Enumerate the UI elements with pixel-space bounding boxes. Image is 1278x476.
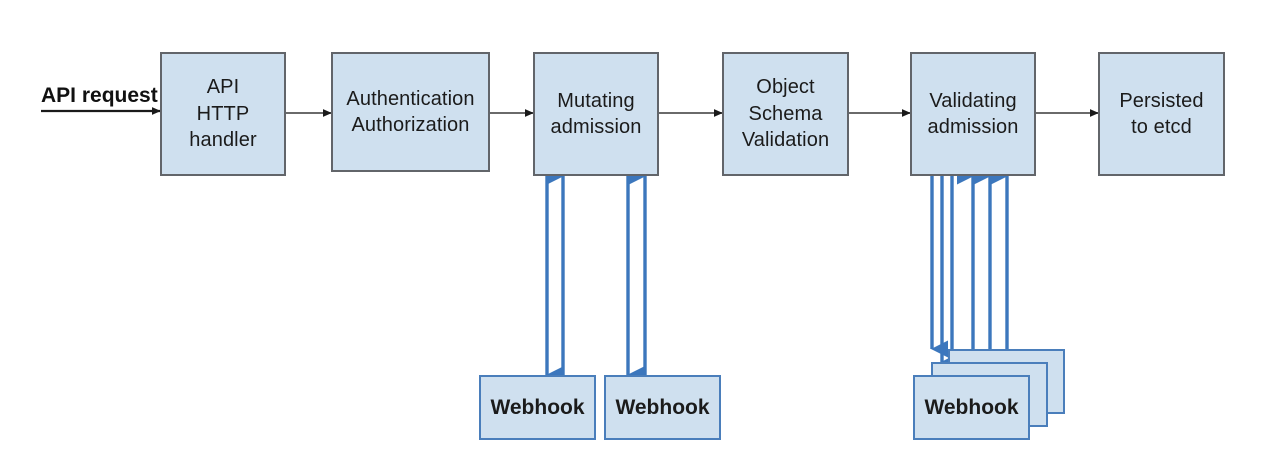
- node-mutating-admission[interactable]: Mutating admission: [533, 52, 659, 176]
- webhook-validating-1[interactable]: Webhook: [913, 375, 1030, 440]
- node-label: Authentication Authorization: [346, 87, 475, 136]
- node-authentication-authorization[interactable]: Authentication Authorization: [331, 52, 490, 172]
- entry-label-api-request: API request: [41, 84, 158, 107]
- node-label: Persisted to etcd: [1119, 89, 1204, 138]
- node-label: Mutating admission: [550, 89, 642, 138]
- node-persisted-to-etcd[interactable]: Persisted to etcd: [1098, 52, 1225, 176]
- webhook-label: Webhook: [924, 395, 1019, 419]
- node-label: API HTTP handler: [189, 76, 257, 152]
- webhook-mutating-2[interactable]: Webhook: [604, 375, 721, 440]
- webhook-label: Webhook: [615, 395, 710, 419]
- node-api-http-handler[interactable]: API HTTP handler: [160, 52, 286, 176]
- node-validating-admission[interactable]: Validating admission: [910, 52, 1036, 176]
- webhook-mutating-1[interactable]: Webhook: [479, 375, 596, 440]
- node-label: Object Schema Validation: [741, 76, 830, 152]
- node-object-schema-validation[interactable]: Object Schema Validation: [722, 52, 849, 176]
- node-label: Validating admission: [927, 89, 1019, 138]
- webhook-label: Webhook: [490, 395, 585, 419]
